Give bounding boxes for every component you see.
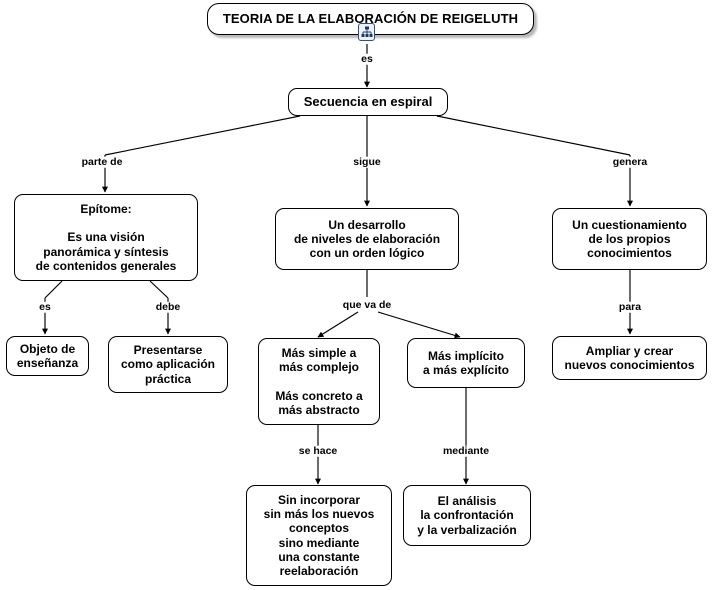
node-el-analisis[interactable]: El análisis la confrontación y la verbal…	[403, 485, 531, 546]
connector-secuencia-cuestionamiento	[436, 115, 631, 156]
link-label-es-epitome: es	[38, 300, 52, 313]
node-ampliar-crear[interactable]: Ampliar y crear nuevos conocimientos	[552, 336, 707, 380]
node-mas-simple[interactable]: Más simple a más complejo Más concreto a…	[258, 338, 380, 425]
link-label-parte-de: parte de	[80, 155, 124, 168]
node-secuencia-en-espiral[interactable]: Secuencia en espiral	[288, 88, 448, 116]
node-root[interactable]: TEORIA DE LA ELABORACIÓN DE REIGELUTH	[207, 3, 534, 35]
node-desarrollo-label: Un desarrollo de niveles de elaboración …	[293, 217, 441, 261]
connector-secuencia-epitome	[104, 115, 301, 156]
connector-quevade-simple	[317, 311, 359, 338]
link-label-sigue: sigue	[352, 155, 382, 168]
node-cuestionamiento-label: Un cuestionamiento de los propios conoci…	[572, 217, 687, 261]
node-epitome[interactable]: Epítome: Es una visión panorámica y sínt…	[14, 194, 198, 281]
hierarchy-glyph	[361, 26, 372, 37]
link-label-mediante: mediante	[441, 444, 491, 457]
node-epitome-label: Epítome: Es una visión panorámica y sínt…	[35, 202, 177, 273]
node-desarrollo[interactable]: Un desarrollo de niveles de elaboración …	[275, 208, 459, 270]
node-objeto-label: Objeto de enseñanza	[16, 341, 79, 370]
link-label-para: para	[617, 300, 643, 313]
link-label-genera: genera	[611, 155, 649, 168]
node-sin-incorporar-label: Sin incorporar sin más los nuevos concep…	[263, 493, 375, 578]
node-mas-implicito[interactable]: Más implícito a más explícito	[407, 338, 525, 388]
node-secuencia-label: Secuencia en espiral	[303, 94, 433, 110]
node-mas-simple-label: Más simple a más complejo Más concreto a…	[275, 346, 363, 417]
link-label-se-hace: se hace	[297, 444, 339, 457]
link-label-debe: debe	[154, 300, 182, 313]
connector-quevade-implicito	[377, 311, 461, 339]
connector-epitome-objeto	[44, 280, 63, 299]
concept-map-icon[interactable]	[358, 23, 375, 41]
connector-epitome-presentarse	[149, 280, 169, 299]
node-objeto-ensenanza[interactable]: Objeto de enseñanza	[6, 336, 89, 376]
node-cuestionamiento[interactable]: Un cuestionamiento de los propios conoci…	[552, 208, 707, 270]
node-sin-incorporar[interactable]: Sin incorporar sin más los nuevos concep…	[246, 485, 392, 586]
node-presentarse[interactable]: Presentarse como aplicación práctica	[108, 336, 228, 393]
node-presentarse-label: Presentarse como aplicación práctica	[120, 343, 216, 386]
node-analisis-label: El análisis la confrontación y la verbal…	[417, 494, 517, 537]
node-mas-implicito-label: Más implícito a más explícito	[422, 348, 510, 377]
link-label-que-va-de: que va de	[341, 298, 393, 311]
node-ampliar-label: Ampliar y crear nuevos conocimientos	[564, 343, 695, 372]
link-label-es-root: es	[360, 52, 374, 65]
node-root-label: TEORIA DE LA ELABORACIÓN DE REIGELUTH	[222, 11, 519, 27]
